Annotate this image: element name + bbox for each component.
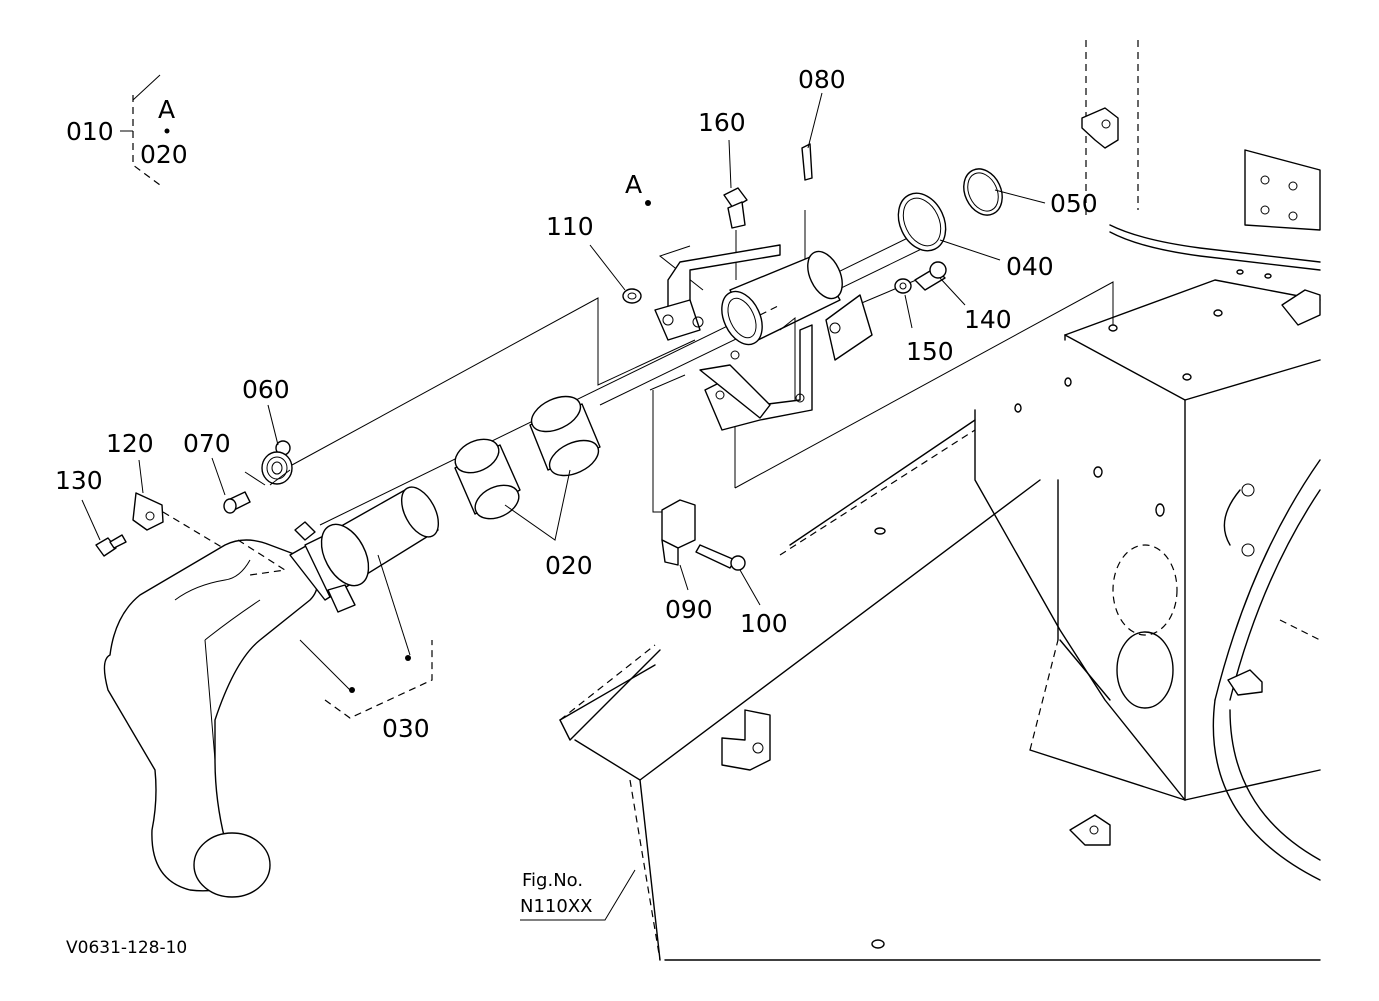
callout-160: 160 [698,108,746,137]
figure-ref-label: Fig.No. [522,870,583,891]
callout-020-group: 020 [140,140,188,169]
part-030-dot-a [349,687,355,693]
callout-130: 130 [55,466,103,495]
callout-a-point: A [625,170,642,199]
callout-050: 050 [1050,189,1098,218]
chassis-frame [559,40,1321,961]
callout-leaders [81,74,1046,921]
callout-070: 070 [183,429,231,458]
diagram-id: V0631-128-10 [66,938,187,958]
bracket-assembly [654,244,873,431]
callout-080: 080 [798,65,846,94]
callout-100: 100 [740,609,788,638]
callout-140: 140 [964,305,1012,334]
callout-090: 090 [665,595,713,624]
leader-lines [162,210,1114,571]
figure-ref-number: N110XX [520,896,592,917]
part-030-arm [103,486,440,898]
callout-040: 040 [1006,252,1054,281]
callout-labels: 010 A 020 080 160 A 110 050 040 140 150 … [55,65,1098,958]
point-a-marker [645,200,651,206]
small-parts-upper [622,143,1003,571]
group-dot [164,128,170,134]
callout-110: 110 [546,212,594,241]
part-030-dot-b [405,655,411,661]
callout-030: 030 [382,714,430,743]
callout-a-group: A [158,95,175,124]
callout-150: 150 [906,337,954,366]
small-parts-left [95,440,316,557]
callout-010: 010 [66,117,114,146]
callout-020: 020 [545,551,593,580]
callout-060: 060 [242,375,290,404]
callout-120: 120 [106,429,154,458]
part-020-bushings [454,395,601,541]
